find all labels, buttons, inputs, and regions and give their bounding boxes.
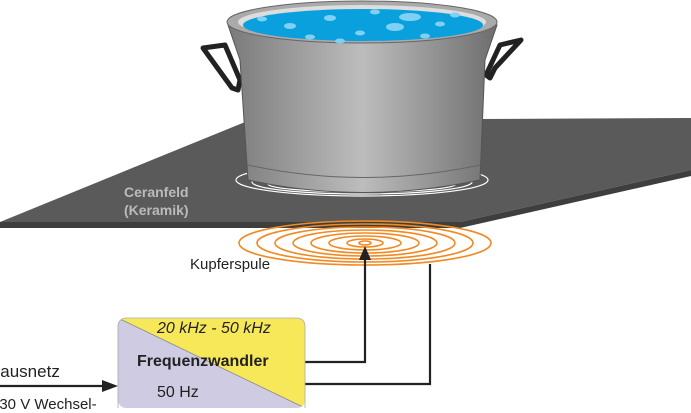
water [243, 9, 483, 41]
converter-label: Frequenzwandler [137, 353, 269, 370]
wires [0, 258, 432, 388]
mains-label: Hausnetz [0, 362, 60, 381]
hob-label: Ceranfeld [124, 184, 189, 200]
cooking-pot [200, 0, 524, 193]
frequency-converter-box [117, 317, 306, 408]
mains-voltage-label: 230 V Wechsel- [0, 396, 97, 413]
output-frequency-label: 20 kHz - 50 kHz [157, 320, 271, 337]
coil-label: Kupferspule [190, 256, 271, 273]
hob-material-label: (Keramik) [124, 202, 189, 218]
arrow-head-coil [359, 246, 371, 260]
arrow-head-input [102, 380, 118, 392]
input-frequency-label: 50 Hz [157, 384, 199, 401]
